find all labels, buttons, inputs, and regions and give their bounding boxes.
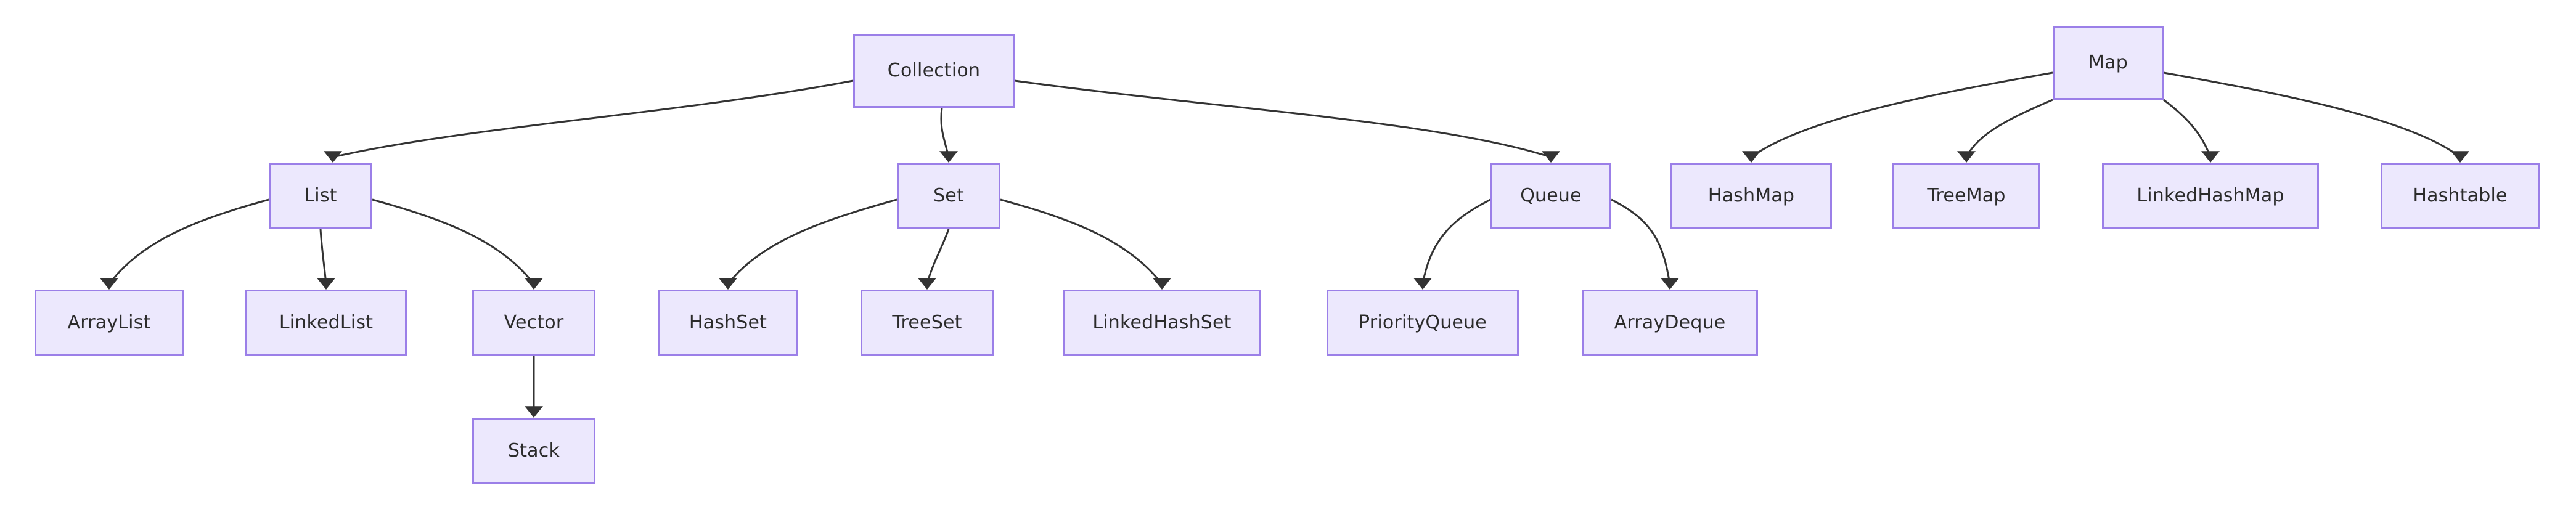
node-label-hashmap: HashMap [1707,185,1795,206]
arrowhead-set [939,151,958,163]
arrowhead-hashtable [2451,151,2469,163]
edge-collection-to-queue [1014,79,1552,158]
arrowhead-list [324,151,342,163]
node-label-linkedhashmap: LinkedHashMap [2136,185,2284,206]
node-label-hashtable: Hashtable [2413,185,2508,206]
arrowhead-linkedhashmap [2201,151,2220,163]
node-hashset[interactable]: HashSet [658,290,798,356]
node-collection[interactable]: Collection [853,34,1015,108]
arrowhead-linkedhashset [1153,278,1171,290]
node-label-priorityqueue: PriorityQueue [1359,312,1487,333]
edge-queue-to-arraydeque [1611,198,1671,285]
node-set[interactable]: Set [897,163,1000,229]
node-priorityqueue[interactable]: PriorityQueue [1327,290,1519,356]
arrowhead-queue [1542,151,1560,163]
edge-map-to-linkedhashmap [2163,99,2212,158]
node-label-treemap: TreeMap [1927,185,2006,206]
edge-collection-to-list [332,79,854,158]
node-vector[interactable]: Vector [472,290,595,356]
edge-queue-to-priorityqueue [1421,198,1491,285]
node-label-linkedhashset: LinkedHashSet [1092,312,1232,333]
node-stack[interactable]: Stack [472,418,595,484]
arrowhead-treemap [1957,151,1976,163]
node-treemap[interactable]: TreeMap [1892,163,2040,229]
arrowhead-hashset [719,278,737,290]
edge-list-to-linkedlist [319,229,327,285]
edge-map-to-hashmap [1751,71,2053,158]
edge-map-to-treemap [1965,99,2053,158]
edge-set-to-hashset [727,198,898,285]
arrowhead-arraydeque [1661,278,1679,290]
node-linkedlist[interactable]: LinkedList [245,290,407,356]
node-arraydeque[interactable]: ArrayDeque [1582,290,1758,356]
node-label-arraylist: ArrayList [67,312,151,333]
node-hashtable[interactable]: Hashtable [2381,163,2540,229]
node-label-queue: Queue [1520,185,1582,206]
node-queue[interactable]: Queue [1490,163,1611,229]
arrowhead-priorityqueue [1413,278,1432,290]
arrowhead-stack [525,406,543,418]
node-label-map: Map [2088,52,2128,73]
node-hashmap[interactable]: HashMap [1670,163,1832,229]
node-label-linkedlist: LinkedList [279,312,374,333]
arrowhead-arraylist [100,278,118,290]
node-label-stack: Stack [507,440,560,461]
edge-list-to-vector [372,198,535,285]
node-linkedhashmap[interactable]: LinkedHashMap [2102,163,2319,229]
edge-list-to-arraylist [108,198,269,285]
node-treeset[interactable]: TreeSet [861,290,994,356]
arrowhead-treeset [918,278,936,290]
node-label-treeset: TreeSet [892,312,962,333]
node-label-set: Set [933,185,964,206]
node-label-vector: Vector [504,312,564,333]
node-label-hashset: HashSet [689,312,767,333]
node-label-list: List [304,185,337,206]
edge-map-to-hashtable [2163,71,2461,158]
arrowhead-vector [525,278,543,290]
node-label-collection: Collection [887,60,981,81]
edge-set-to-treeset [926,229,950,285]
node-map[interactable]: Map [2053,26,2164,100]
node-list[interactable]: List [269,163,372,229]
node-arraylist[interactable]: ArrayList [35,290,184,356]
node-label-arraydeque: ArrayDeque [1614,312,1726,333]
arrowhead-hashmap [1742,151,1760,163]
arrowhead-linkedlist [317,278,335,290]
edge-set-to-linkedhashset [1000,198,1163,285]
edge-collection-to-set [940,107,950,158]
node-linkedhashset[interactable]: LinkedHashSet [1063,290,1261,356]
